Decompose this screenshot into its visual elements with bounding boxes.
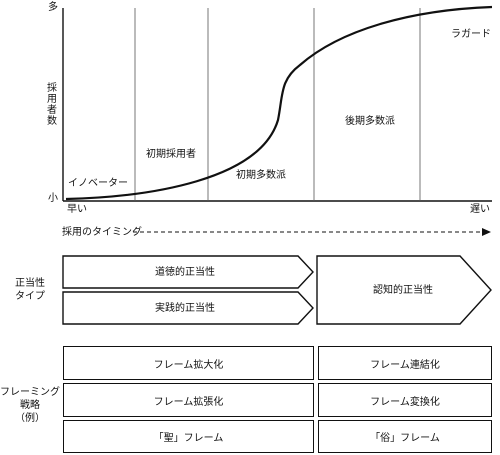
legitimacy-label-line2: タイプ — [15, 291, 45, 302]
sacred-frame-box: 「聖」フレーム — [63, 420, 314, 453]
framing-label-line2: 戦略 — [20, 400, 40, 411]
legitimacy-label-line1: 正当性 — [15, 278, 45, 289]
secular-frame-text: 「俗」フレーム — [370, 433, 440, 444]
moral-legitimacy-text: 道徳的正当性 — [155, 267, 215, 278]
x-axis-left-label: 早い — [67, 204, 87, 215]
legitimacy-type-label: 正当性 タイプ — [6, 277, 54, 303]
y-axis-top-label: 多 — [48, 2, 58, 13]
sacred-frame-text: 「聖」フレーム — [153, 433, 224, 444]
y-axis-bottom-label: 小 — [48, 193, 58, 204]
x-axis-right-label: 遅い — [470, 204, 490, 215]
framing-strategy-label: フレーミング 戦略 （例） — [0, 386, 60, 425]
frame-amplification-box: フレーム拡大化 — [63, 346, 314, 380]
y-axis-title: 採用者数 — [47, 83, 57, 127]
segment-laggards: ラガード — [451, 29, 491, 40]
secular-frame-box: 「俗」フレーム — [318, 420, 492, 453]
cognitive-legitimacy-arrow — [316, 255, 492, 325]
adoption-s-curve — [65, 5, 493, 201]
segment-innovators: イノベーター — [68, 178, 128, 189]
frame-bridging-text: フレーム連結化 — [370, 359, 440, 371]
pragmatic-legitimacy-arrow — [62, 291, 314, 325]
frame-amplification-text: フレーム拡大化 — [153, 359, 224, 371]
segment-early-majority: 初期多数派 — [236, 170, 286, 181]
frame-transformation-text: フレーム変換化 — [370, 396, 440, 408]
frame-extension-text: フレーム拡張化 — [153, 396, 224, 408]
cognitive-legitimacy-text: 認知的正当性 — [373, 285, 433, 296]
x-axis-title: 採用のタイミング — [62, 227, 142, 238]
framing-label-line1: フレーミング — [0, 387, 60, 398]
moral-legitimacy-arrow — [62, 255, 314, 289]
frame-extension-box: フレーム拡張化 — [63, 383, 314, 417]
frame-bridging-box: フレーム連結化 — [318, 346, 492, 380]
segment-early-adopters: 初期採用者 — [146, 149, 196, 160]
pragmatic-legitimacy-text: 実践的正当性 — [155, 303, 215, 314]
framing-label-line3: （例） — [15, 413, 45, 424]
timing-arrow-head — [482, 228, 491, 236]
frame-transformation-box: フレーム変換化 — [318, 383, 492, 417]
segment-late-majority: 後期多数派 — [345, 116, 395, 127]
